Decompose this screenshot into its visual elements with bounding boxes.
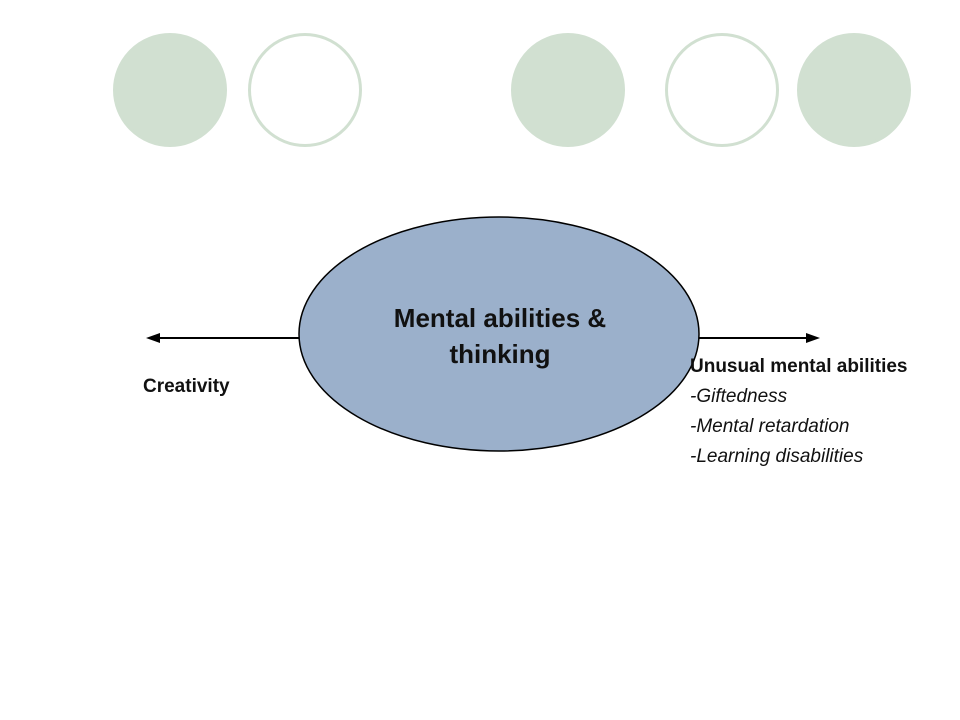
unusual-abilities-block: Unusual mental abilities -Giftedness -Me… [690, 352, 960, 472]
decor-circle-5 [797, 33, 911, 147]
creativity-label: Creativity [143, 376, 230, 397]
center-label: Mental abilities & thinking [340, 300, 660, 372]
decor-circle-1 [113, 33, 227, 147]
decor-circle-4 [665, 33, 779, 147]
center-label-line2: thinking [449, 339, 551, 369]
right-arrow [698, 333, 820, 343]
center-ellipse [298, 216, 700, 452]
left-arrow [146, 333, 300, 343]
center-label-line1: Mental abilities & [393, 303, 607, 333]
decor-circle-2 [248, 33, 362, 147]
unusual-abilities-item: -Mental retardation [690, 416, 850, 437]
unusual-abilities-item: -Learning disabilities [690, 446, 864, 467]
decor-circle-3 [511, 33, 625, 147]
unusual-abilities-heading: Unusual mental abilities [690, 356, 908, 377]
unusual-abilities-item: -Giftedness [690, 386, 788, 407]
